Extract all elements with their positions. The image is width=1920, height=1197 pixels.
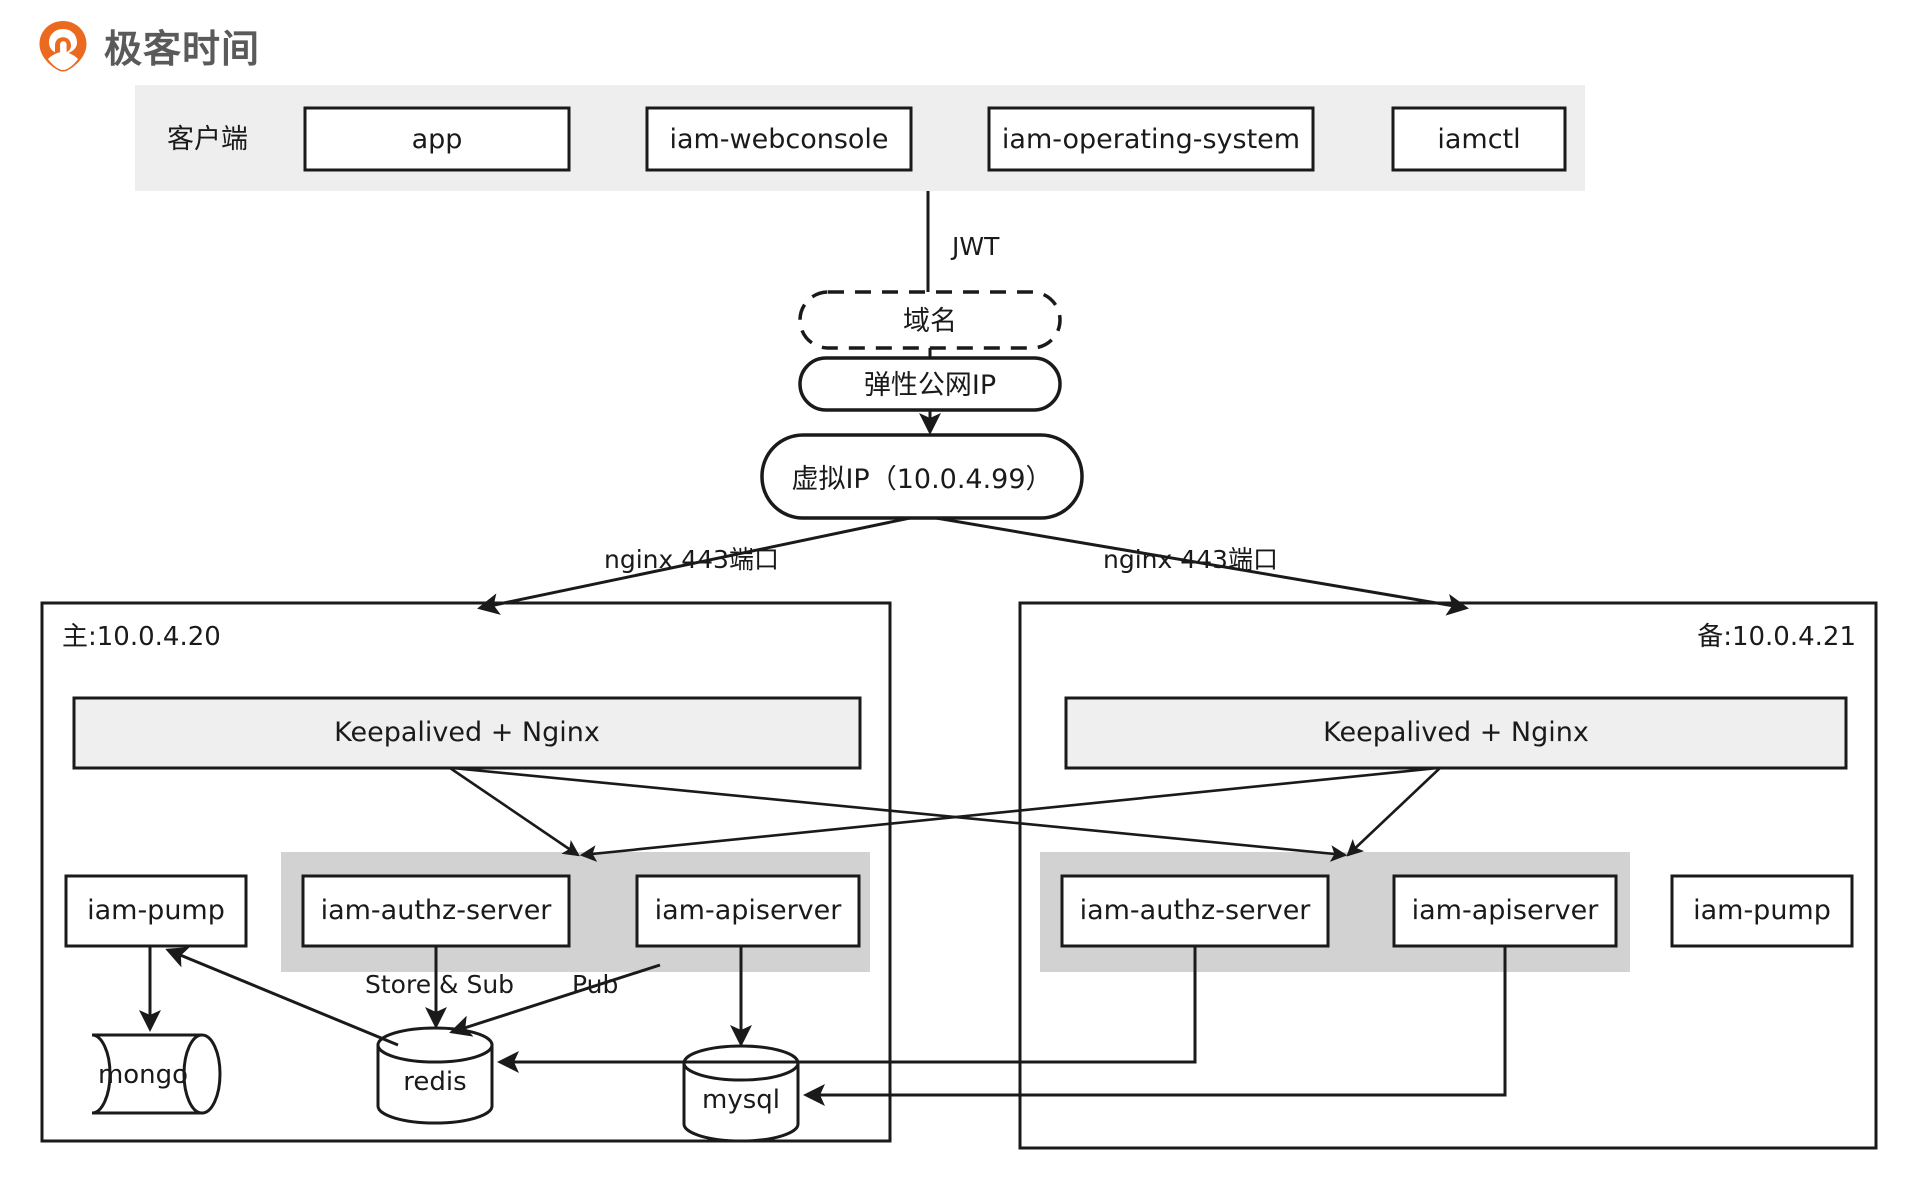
client-row-label: 客户端 bbox=[167, 124, 248, 155]
service-iam-apiserver-standby[interactable]: iam-apiserver bbox=[1392, 874, 1618, 948]
node-public-ip-label: 弹性公网IP bbox=[864, 370, 996, 401]
service-iam-pump-standby[interactable]: iam-pump bbox=[1670, 874, 1854, 948]
keepalived-standby-label: Keepalived + Nginx bbox=[1323, 717, 1589, 748]
edge-label-store-sub: Store & Sub bbox=[365, 970, 514, 999]
client-node-iam-webconsole[interactable]: iam-webconsole bbox=[645, 106, 913, 172]
datastore-redis-label: redis bbox=[403, 1067, 466, 1097]
service-iam-apiserver-primary[interactable]: iam-apiserver bbox=[635, 874, 861, 948]
client-node-app[interactable]: app bbox=[303, 106, 571, 172]
datastore-mysql-label: mysql bbox=[702, 1085, 780, 1115]
brand-name: 极客时间 bbox=[104, 27, 261, 71]
brand-logo: 极客时间 bbox=[36, 18, 260, 73]
fanout-label-right: nginx 443端口 bbox=[1103, 545, 1278, 574]
datastore-mysql: mysql bbox=[682, 1044, 800, 1143]
node-virtual-ip: 虚拟IP（10.0.4.99） bbox=[760, 433, 1084, 520]
edge-vip-to-standby bbox=[935, 516, 1469, 616]
edge-apiserver-standby-to-mysql bbox=[803, 946, 1507, 1106]
service-iam-pump-primary[interactable]: iam-pump bbox=[64, 874, 248, 948]
datastore-redis: redis bbox=[376, 1026, 494, 1125]
node-domain-label: 域名 bbox=[903, 306, 957, 337]
edge-vip-to-primary bbox=[477, 516, 911, 615]
client-node-app-label: app bbox=[412, 124, 463, 155]
client-node-iam-operating-system[interactable]: iam-operating-system bbox=[987, 106, 1315, 172]
client-node-iam-webconsole-label: iam-webconsole bbox=[669, 124, 888, 155]
datastore-mongo-label: mongo bbox=[98, 1060, 188, 1090]
edge-keepalived-primary-to-primary-services bbox=[449, 766, 580, 857]
client-node-iam-operating-system-label: iam-operating-system bbox=[1002, 124, 1300, 155]
fanout-label-left: nginx 443端口 bbox=[604, 545, 779, 574]
service-iam-pump-primary-label: iam-pump bbox=[87, 895, 225, 926]
zone-primary-title: 主:10.0.4.20 bbox=[62, 622, 221, 652]
keepalived-primary: Keepalived + Nginx bbox=[72, 696, 862, 770]
jwt-label: JWT bbox=[950, 232, 1000, 261]
edge-keepalived-standby-to-primary-services bbox=[579, 766, 1439, 862]
service-iam-authz-server-standby[interactable]: iam-authz-server bbox=[1060, 874, 1330, 948]
keepalived-primary-label: Keepalived + Nginx bbox=[334, 717, 600, 748]
service-iam-authz-server-standby-label: iam-authz-server bbox=[1080, 895, 1312, 926]
node-domain: 域名 bbox=[798, 290, 1062, 350]
service-iam-authz-server-primary[interactable]: iam-authz-server bbox=[301, 874, 571, 948]
service-iam-authz-server-primary-label: iam-authz-server bbox=[321, 895, 553, 926]
edge-keepalived-primary-to-standby-services bbox=[451, 766, 1348, 862]
service-iam-apiserver-standby-label: iam-apiserver bbox=[1412, 895, 1600, 926]
edge-keepalived-standby-to-standby-services bbox=[1346, 767, 1441, 857]
zone-primary bbox=[40, 601, 892, 1143]
client-node-iamctl[interactable]: iamctl bbox=[1391, 106, 1567, 172]
node-virtual-ip-label: 虚拟IP（10.0.4.99） bbox=[791, 464, 1052, 495]
node-public-ip: 弹性公网IP bbox=[798, 356, 1062, 412]
datastore-mongo: mongo bbox=[91, 1033, 222, 1115]
service-iam-pump-standby-label: iam-pump bbox=[1693, 895, 1831, 926]
zone-standby-title: 备:10.0.4.21 bbox=[1697, 622, 1856, 652]
service-iam-apiserver-primary-label: iam-apiserver bbox=[655, 895, 843, 926]
zone-standby bbox=[1018, 601, 1878, 1150]
edge-redis-to-iam-pump bbox=[165, 947, 399, 1047]
geektime-logo-icon bbox=[36, 19, 90, 73]
edge-apiserver-to-redis-pub bbox=[449, 963, 661, 1037]
client-node-iamctl-label: iamctl bbox=[1437, 124, 1520, 155]
edge-authz-standby-to-redis bbox=[497, 946, 1197, 1073]
keepalived-standby: Keepalived + Nginx bbox=[1064, 696, 1848, 770]
